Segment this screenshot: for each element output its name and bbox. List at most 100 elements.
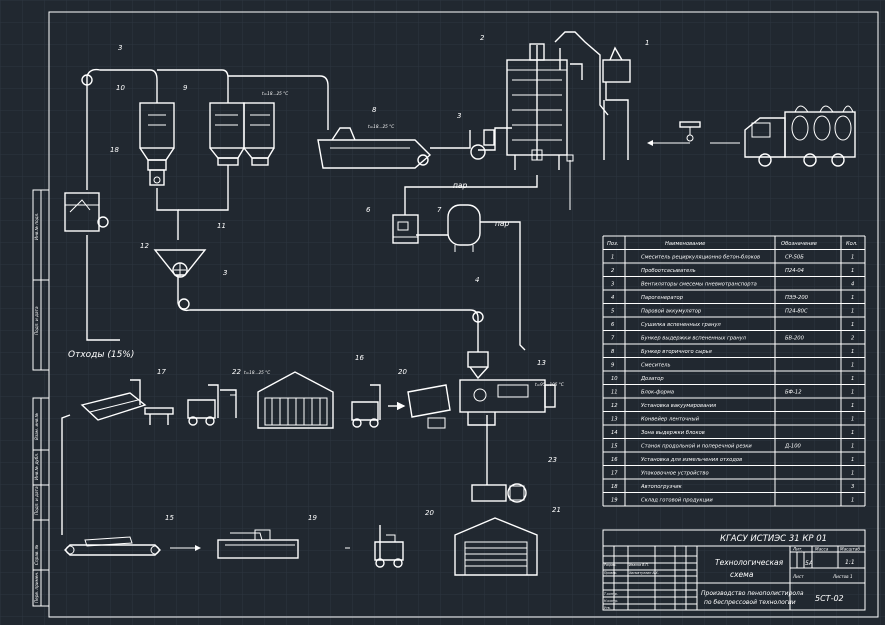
pos-5: 7 xyxy=(437,206,442,214)
steam-label-1: пар xyxy=(453,181,467,190)
fan-equipment-3a xyxy=(470,129,495,160)
sheets-label: Листов 1 xyxy=(832,574,853,579)
pos-19: 21 xyxy=(552,506,561,514)
table-header-name: Наименование xyxy=(665,241,705,247)
table-cell-qty: 1 xyxy=(851,295,854,301)
table-cell-pos: 15 xyxy=(611,444,618,450)
pos-9: 11 xyxy=(217,222,226,230)
block-form-11 xyxy=(459,351,556,426)
table-cell-qty: 2 xyxy=(851,336,854,342)
table-cell-name: Конвейер ленточный xyxy=(641,417,700,423)
table-cell-qty: 1 xyxy=(851,471,854,477)
table-cell-pos: 11 xyxy=(611,390,618,396)
table-cell-name: Бункер выдержки вспененных гранул xyxy=(641,336,747,342)
hoist-icon xyxy=(679,121,701,142)
lit-header: Лит. xyxy=(792,547,803,552)
pos-7: 9 xyxy=(183,84,188,92)
table-header-mark: Обозначение xyxy=(781,241,817,247)
cutting-machine-15 xyxy=(80,379,174,425)
table-header-pos: Поз. xyxy=(607,241,618,247)
pos-1: 1 xyxy=(645,39,649,47)
table-cell-pos: 3 xyxy=(611,282,614,288)
pos-3c: 3 xyxy=(223,269,227,277)
table-cell-name: Установка вакуумирования xyxy=(641,403,716,409)
role-2: Провер. xyxy=(604,571,617,575)
pos-10: 12 xyxy=(140,242,149,250)
forklift-18 xyxy=(351,384,451,429)
steam-generator-4 xyxy=(392,214,419,244)
waste-label: Отходы (15%) xyxy=(68,350,134,360)
stamp-7: Перв. примен. xyxy=(34,572,39,603)
role-4: Н.контр. xyxy=(604,599,618,603)
table-cell-pos: 4 xyxy=(611,295,614,301)
holding-zone-14 xyxy=(257,371,334,429)
table-cell-name: Смеситель xyxy=(641,363,671,369)
bins-equipment-7 xyxy=(209,102,275,166)
table-cell-pos: 5 xyxy=(611,309,615,315)
fan-equipment-3b xyxy=(81,74,484,323)
table-cell-qty: 1 xyxy=(851,363,854,369)
table-cell-pos: 2 xyxy=(611,268,614,274)
table-cell-pos: 12 xyxy=(611,403,618,409)
table-cell-qty: 1 xyxy=(851,322,854,328)
table-cell-pos: 14 xyxy=(611,430,618,436)
packaging-17 xyxy=(217,529,299,559)
temp-bins: t=18...25 °С xyxy=(262,91,288,96)
table-cell-qty: 3 xyxy=(851,484,854,490)
pos-8: 10 xyxy=(116,84,125,92)
side-stamp: Инв.№ подл. Подп. и дата Взам. инв.№ Инв… xyxy=(32,189,50,607)
table-cell-pos: 16 xyxy=(611,457,618,463)
pos-11: 13 xyxy=(537,359,546,367)
pos-18b: 20 xyxy=(398,368,407,376)
silo-equipment-1 xyxy=(554,31,631,160)
mixer-equipment-2 xyxy=(506,43,583,170)
table-cell-pos: 1 xyxy=(611,255,614,261)
table-cell-name: Паровой аккумулятор xyxy=(641,309,702,315)
mass-header: Масса xyxy=(815,547,829,552)
table-cell-qty: 1 xyxy=(851,309,854,315)
forklift-18b xyxy=(374,525,404,568)
table-cell-pos: 17 xyxy=(611,471,618,477)
subject-2: по беспрессовой технологии xyxy=(704,599,796,606)
table-cell-qty: 1 xyxy=(851,444,854,450)
table-cell-qty: 1 xyxy=(851,498,854,504)
pos-22: 23 xyxy=(548,456,557,464)
pos-16: 18 xyxy=(110,146,119,154)
table-cell-name: Склад готовой продукции xyxy=(641,498,713,504)
pos-20: 22 xyxy=(232,368,241,376)
stamp-2: Подп. и дата xyxy=(34,306,39,335)
table-header-qty: Кол. xyxy=(846,241,858,247)
table-cell-mark: ПЭЭ-200 xyxy=(785,295,809,301)
table-cell-qty: 1 xyxy=(851,457,854,463)
table-cell-qty: 1 xyxy=(851,390,854,396)
stamp-1: Инв.№ подл. xyxy=(34,212,39,240)
table-cell-name: Бункер вторичного сырья xyxy=(641,349,712,355)
table-cell-pos: 9 xyxy=(611,363,614,369)
table-cell-pos: 18 xyxy=(611,484,618,490)
table-cell-mark: Д-100 xyxy=(784,444,802,450)
table-cell-name: Установка для измельчения отходов xyxy=(641,457,742,463)
table-cell-name: Автопогрузчик xyxy=(640,484,683,490)
pos-2: 2 xyxy=(480,34,485,42)
table-cell-name: Сушилка вспененных гранул xyxy=(641,322,721,328)
conveyor-13 xyxy=(64,536,161,556)
warehouse-19 xyxy=(454,517,538,576)
title-block: КГАСУ ИСТИЭС 31 КР 01 Технологическая сх… xyxy=(602,529,866,611)
subject-1: Производство пенополистирола xyxy=(701,590,804,597)
table-cell-mark: БВ-200 xyxy=(785,336,805,342)
table-cell-name: Дозатор xyxy=(640,376,664,382)
table-cell-name: Парогенератор xyxy=(641,295,684,301)
dryer-equipment-6 xyxy=(317,127,432,169)
lit-value: 5А xyxy=(805,560,813,567)
doc-title-1: Технологическая xyxy=(715,558,784,567)
pos-4: 6 xyxy=(366,206,371,214)
table-cell-mark: П24-80С xyxy=(785,309,808,315)
table-cell-name: Упаковочное устройство xyxy=(641,471,709,477)
role-1: Разраб. xyxy=(604,563,617,567)
table-cell-name: Пробоотсасыватель xyxy=(641,268,696,274)
scale-header: Масштаб xyxy=(840,547,860,552)
pos-3a: 3 xyxy=(118,44,122,52)
table-cell-qty: 1 xyxy=(851,430,854,436)
